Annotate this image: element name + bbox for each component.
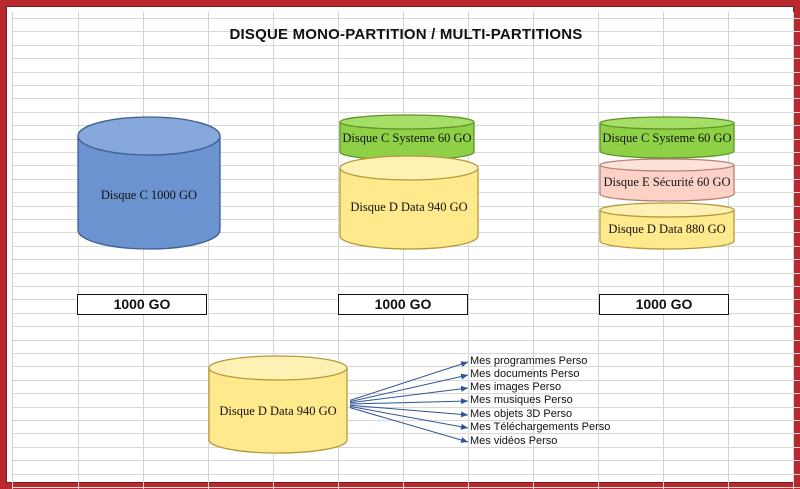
disk-d-data-label-2: Disque D Data 880 GO <box>608 222 726 236</box>
total-size-dual: 1000 GO <box>338 294 468 315</box>
disk-c-cylinder: Disque C 1000 GO <box>77 116 221 250</box>
folder-arrow <box>349 398 469 405</box>
folder-arrow <box>349 404 469 418</box>
data-disk-label: Disque D Data 940 GO <box>219 404 337 418</box>
folder-arrow <box>349 405 469 430</box>
disk-c-system-cylinder-2: Disque C Systeme 60 GO <box>599 116 735 159</box>
folder-videos: Mes vidéos Perso <box>470 435 558 447</box>
folder-images: Mes images Perso <box>470 381 562 393</box>
total-size-mono: 1000 GO <box>77 294 207 315</box>
folder-3d-objects: Mes objets 3D Perso <box>470 408 573 420</box>
disk-d-data-cylinder-2: Disque D Data 880 GO <box>599 202 735 250</box>
disk-c-label: Disque C 1000 GO <box>100 188 198 202</box>
folder-arrow <box>349 385 469 404</box>
folder-documents: Mes documents Perso <box>470 368 580 380</box>
disk-e-security-label: Disque E Sécurité 60 GO <box>603 175 731 189</box>
folder-arrow <box>349 407 469 443</box>
total-size-triple: 1000 GO <box>599 294 729 315</box>
data-disk-cylinder: Disque D Data 940 GO <box>208 354 348 454</box>
spreadsheet-sheet: DISQUE MONO-PARTITION / MULTI-PARTITIONS… <box>12 12 800 489</box>
disk-c-system-label-2: Disque C Systeme 60 GO <box>602 131 732 145</box>
disk-d-data-cylinder: Disque D Data 940 GO <box>339 154 479 250</box>
folder-arrows <box>349 361 469 443</box>
disk-e-security-cylinder: Disque E Sécurité 60 GO <box>599 158 735 202</box>
disk-d-data-label: Disque D Data 940 GO <box>350 200 468 214</box>
folder-arrow <box>349 373 469 403</box>
folder-music: Mes musiques Perso <box>470 394 573 406</box>
folder-programs: Mes programmes Perso <box>470 355 588 367</box>
folder-downloads: Mes Téléchargements Perso <box>470 421 611 433</box>
disk-c-system-label: Disque C Systeme 60 GO <box>342 131 472 145</box>
folder-arrow <box>349 361 469 401</box>
diagram-title: DISQUE MONO-PARTITION / MULTI-PARTITIONS <box>229 26 583 43</box>
